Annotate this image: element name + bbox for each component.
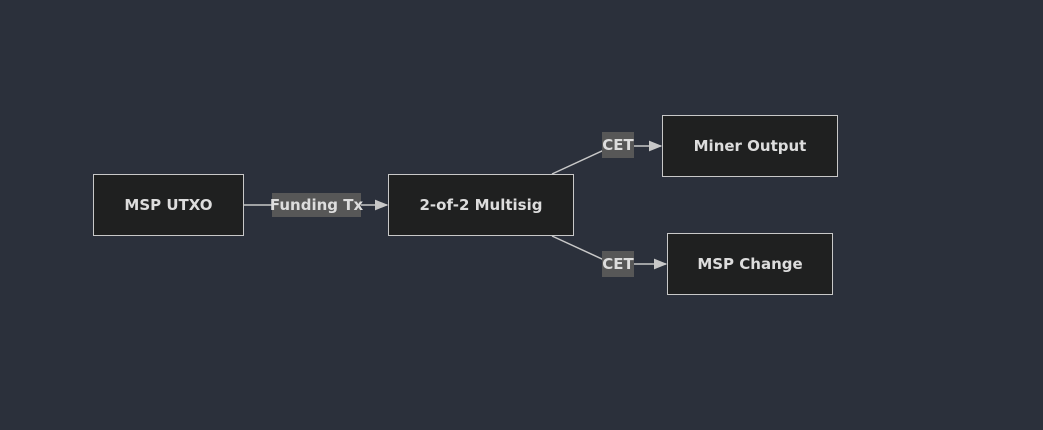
node-miner-output: Miner Output <box>662 115 838 177</box>
edge-label-cet-change-text: CET <box>602 255 634 273</box>
edge-label-cet-change: CET <box>602 251 634 277</box>
node-miner-output-label: Miner Output <box>693 137 807 155</box>
edge-label-funding-tx: Funding Tx <box>269 193 364 217</box>
node-msp-utxo: MSP UTXO <box>93 174 244 236</box>
node-msp-change-label: MSP Change <box>697 255 803 273</box>
edge-label-cet-miner: CET <box>602 132 634 158</box>
node-multisig: 2-of-2 Multisig <box>388 174 574 236</box>
node-msp-change: MSP Change <box>667 233 833 295</box>
edge-label-cet-miner-text: CET <box>602 136 634 154</box>
node-multisig-label: 2-of-2 Multisig <box>419 196 543 214</box>
edge-label-funding-tx-text: Funding Tx <box>269 196 364 214</box>
node-msp-utxo-label: MSP UTXO <box>124 196 213 214</box>
